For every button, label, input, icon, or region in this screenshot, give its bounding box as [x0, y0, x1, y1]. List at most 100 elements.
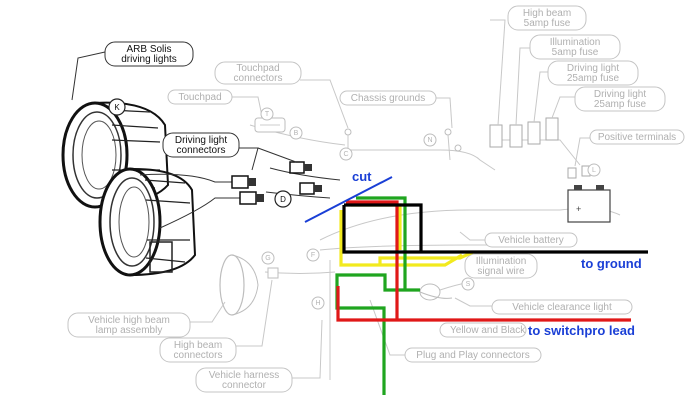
leader-driving-conn-2 [257, 147, 297, 163]
svg-text:F: F [311, 252, 315, 259]
label-highbeam-conn-line1: High beam [174, 340, 222, 351]
label-illum-signal-line2: signal wire [477, 266, 525, 277]
label-arb-line2: driving lights [121, 54, 177, 65]
label-driving-fuse2-line2: 25amp fuse [594, 99, 647, 110]
label-highbeam-lamp-line2: lamp assembly [96, 325, 163, 336]
positive-terminal-lugs [567, 165, 591, 179]
label-driving-fuse1-line1: Driving light [567, 63, 619, 74]
lamp-lead-upper [139, 173, 232, 183]
callout-t: T [260, 107, 274, 121]
label-touchpad-conn-line2: connectors [234, 73, 283, 84]
vehicle-clearance-light [419, 283, 453, 301]
label-vehicle-clearance: Vehicle clearance light [512, 302, 612, 313]
leader-arb [71, 51, 106, 101]
label-box-highbeam-fuse [507, 5, 587, 31]
label-box-touchpad-conn [214, 61, 302, 85]
callout-l: L [587, 163, 601, 177]
label-highbeam-fuse-line2: 5amp fuse [524, 18, 571, 29]
chassis-ground-bolts [344, 128, 462, 161]
leader-positive [574, 137, 590, 167]
label-vehicle-battery: Vehicle battery [498, 235, 564, 246]
callout-g: G [261, 251, 275, 265]
label-harness-line2: connector [222, 380, 267, 391]
annotation-to-ground: to ground [581, 256, 642, 271]
driving-light-connector-3 [289, 161, 312, 174]
touchpad-unit [254, 117, 286, 133]
driving-light-connector-4 [299, 182, 322, 195]
leader-chassis [435, 97, 453, 129]
callout-c: C [339, 147, 353, 161]
annotation-to-switchpro: to switchpro lead [528, 323, 635, 338]
label-box-driving-fuse1 [547, 60, 639, 86]
leader-driving-fuse2 [551, 96, 575, 119]
label-box-battery [484, 232, 578, 248]
annotation-cut: cut [352, 169, 372, 184]
driving-light-connector-1 [231, 175, 256, 189]
label-box-driving-fuse2 [574, 86, 666, 112]
label-chassis-grounds: Chassis grounds [351, 93, 425, 104]
label-box-positive [589, 129, 685, 145]
svg-text:C: C [343, 151, 348, 158]
callout-b: B [289, 126, 303, 140]
label-touchpad: Touchpad [178, 92, 221, 103]
high-beam-connector [267, 267, 279, 279]
label-box-illum-fuse [529, 34, 621, 60]
svg-text:+: + [576, 204, 581, 214]
callout-s: S [461, 277, 475, 291]
label-illum-fuse-line2: 5amp fuse [552, 47, 599, 58]
svg-text:H: H [315, 300, 320, 307]
leader-highbeam-conn [235, 279, 273, 347]
driving-light-connector-2 [239, 191, 264, 205]
label-touchpad-conn-line1: Touchpad [236, 63, 279, 74]
label-box-highbeam-lamp [67, 312, 191, 338]
wire-black [342, 203, 648, 254]
leader-highbeam-fuse [490, 19, 506, 126]
leader-touchpad [230, 96, 263, 117]
label-driving-fuse2-line1: Driving light [594, 89, 646, 100]
cut-line [304, 176, 393, 223]
label-box-clearance [491, 299, 633, 315]
callout-d: D [274, 190, 292, 208]
label-box-yellow-black [439, 322, 527, 338]
label-driving-conn-line1: Driving light [175, 135, 227, 146]
label-highbeam-conn-line2: connectors [174, 350, 223, 361]
svg-text:T: T [265, 111, 270, 118]
label-highbeam-lamp-line1: Vehicle high beam [88, 315, 170, 326]
label-illum-signal-line1: Illumination [476, 256, 527, 267]
label-illum-fuse-line1: Illumination [550, 37, 601, 48]
label-box-touchpad [167, 89, 233, 105]
svg-text:K: K [114, 103, 120, 112]
label-box-illum-signal [464, 253, 538, 279]
leader-illum-fuse [515, 47, 530, 126]
svg-text:D: D [280, 195, 286, 204]
leader-plug-play [369, 299, 405, 356]
leader-harness [288, 319, 323, 379]
callout-h: H [311, 296, 325, 310]
label-box-highbeam-conn [159, 337, 237, 363]
label-arb-line1: ARB Solis [126, 44, 171, 55]
label-harness-line1: Vehicle harness [209, 370, 280, 381]
label-plug-play: Plug and Play connectors [416, 350, 529, 361]
svg-text:G: G [265, 255, 270, 262]
leader-driving-conn-1 [238, 147, 259, 171]
leader-driving-fuse1 [533, 71, 548, 123]
overlay-wires [335, 196, 648, 395]
svg-text:S: S [466, 281, 471, 288]
callout-f: F [306, 248, 320, 262]
label-highbeam-fuse-line1: High beam [523, 8, 571, 19]
label-driving-fuse1-line2: 25amp fuse [567, 73, 620, 84]
label-box-chassis [339, 90, 437, 106]
svg-text:L: L [592, 167, 596, 174]
vehicle-high-beam-lamp [219, 254, 259, 316]
svg-text:B: B [294, 130, 299, 137]
callout-n: N [423, 133, 437, 147]
arb-solis-lamp-lower [98, 167, 197, 277]
wire-green [335, 196, 420, 395]
svg-text:N: N [427, 137, 432, 144]
leader-clearance [454, 297, 492, 307]
callout-k: K [108, 98, 126, 116]
label-box-plug-play [404, 347, 542, 363]
label-box-driving-conn [162, 132, 240, 158]
label-yellow-black: Yellow and Black [450, 325, 526, 336]
